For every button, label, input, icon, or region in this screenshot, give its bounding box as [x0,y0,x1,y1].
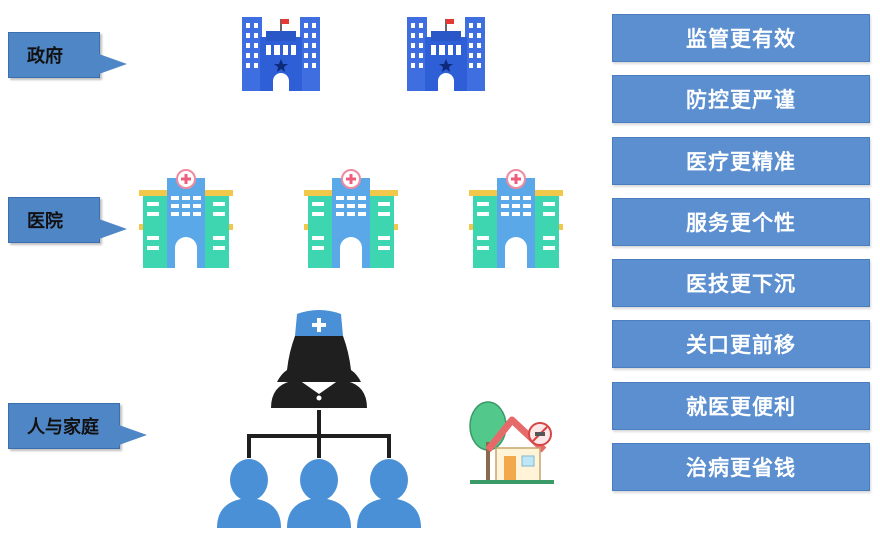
people-label: 人与家庭 [8,403,120,449]
nurse-icon [271,310,367,408]
row-label-government: 政府 [8,32,127,78]
person-icon [357,459,421,528]
hospital-building-icon [139,169,233,268]
home-icon [469,401,554,484]
benefit-item: 就医更便利 [612,381,870,430]
benefit-item: 医疗更精准 [612,136,870,185]
benefit-item: 防控更严谨 [612,75,870,124]
benefit-item: 服务更个性 [612,197,870,246]
benefit-item: 医技更下沉 [612,259,870,308]
government-label: 政府 [8,32,100,78]
hospital-building-icon [304,169,398,268]
row-label-people: 人与家庭 [8,403,147,449]
government-building-icon [242,17,320,91]
hospital-label: 医院 [8,197,100,243]
benefit-item: 监管更有效 [612,14,870,62]
government-building-icon [407,17,485,91]
person-icon [217,459,281,528]
benefit-item: 治病更省钱 [612,443,870,492]
benefits-column: 监管更有效 防控更严谨 医疗更精准 服务更个性 医技更下沉 关口更前移 就医更便… [612,14,870,504]
benefit-item: 关口更前移 [612,320,870,369]
people-hierarchy [217,310,421,528]
person-icon [287,459,351,528]
row-label-hospital: 医院 [8,197,127,243]
hospital-building-icon [469,169,563,268]
